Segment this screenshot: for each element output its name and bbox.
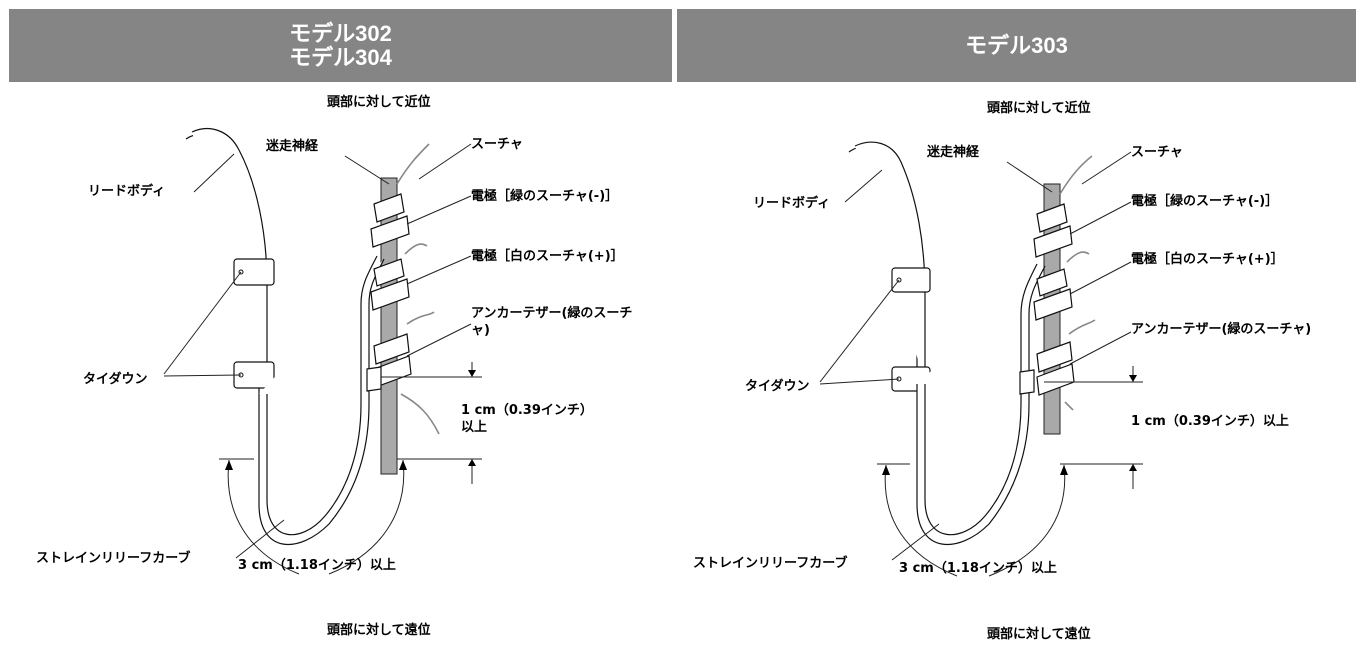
leader-lead-body	[193, 153, 235, 193]
leader-tie-down-upper	[163, 271, 242, 375]
suture-strand	[400, 393, 440, 435]
arrow-up-icon	[225, 460, 233, 470]
tie-down-hole	[238, 269, 244, 275]
strain-relief-loop	[266, 255, 378, 536]
header-title: モデル303	[965, 32, 1068, 58]
arrow-up-icon	[1060, 465, 1068, 475]
leader-tie-down-upper	[819, 279, 900, 383]
arrow-up-icon	[1129, 464, 1137, 471]
leader-electrode-pos	[406, 255, 472, 285]
leader-tie-down-lower	[819, 378, 900, 385]
leader-anchor	[1069, 331, 1132, 365]
lead-placement-illustration-left	[163, 128, 482, 575]
helical-coil	[1033, 225, 1073, 258]
label-strain-relief-curve: ストレインリリーフカーブ	[36, 551, 191, 566]
diagram-panel-left: 頭部に対して近位 迷走神経 スーチャ リードボディ 電極［緑のスーチャ(-)］ …	[9, 84, 672, 648]
leader-electrode-neg	[1069, 201, 1132, 235]
label-electrode-negative: 電極［緑のスーチャ(-)］	[471, 189, 619, 204]
helical-coil	[370, 215, 410, 248]
label-tie-down: タイダウン	[745, 379, 810, 394]
label-proximal: 頭部に対して近位	[327, 95, 431, 110]
label-proximal: 頭部に対して近位	[987, 101, 1091, 116]
leader-vagus	[1006, 161, 1053, 193]
label-anchor-tether: アンカーテザー(緑のスーチャ)	[471, 306, 633, 338]
leader-anchor	[406, 323, 472, 357]
strain-relief-loop	[924, 263, 1038, 536]
anchor-tether-tab	[1019, 369, 1035, 395]
helical-coil	[373, 333, 410, 365]
label-distal: 頭部に対して遠位	[327, 623, 431, 638]
leader-strain-relief	[235, 519, 285, 559]
label-lead-body: リードボディ	[753, 196, 831, 211]
suture-strand	[1064, 401, 1074, 411]
suture-strand	[406, 311, 435, 325]
label-anchor-tether: アンカーテザー(緑のスーチャ)	[1131, 322, 1312, 337]
lead-placement-illustration-right	[819, 141, 1143, 577]
label-lead-body: リードボディ	[88, 184, 166, 199]
dim-arc-3cm	[988, 464, 1066, 577]
anchor-tether-tab	[366, 366, 382, 392]
dim-arc-3cm	[328, 459, 405, 575]
diagram-panel-right: 頭部に対して近位 迷走神経 スーチャ リードボディ 電極［緑のスーチャ(-)］ …	[677, 84, 1356, 648]
suture-strand	[404, 243, 428, 255]
header-model-302-304: モデル302 モデル304	[9, 9, 672, 82]
leader-lead-body	[844, 169, 883, 203]
label-electrode-positive: 電極［白のスーチャ(+)］	[1131, 252, 1284, 267]
label-distal: 頭部に対して遠位	[987, 627, 1091, 642]
suture-strand	[1059, 155, 1093, 195]
arrow-up-icon	[468, 459, 476, 466]
label-distance-1cm: 1 cm（0.39インチ）以上	[461, 403, 587, 435]
dim-arc-3cm	[884, 464, 958, 577]
leader-suture	[418, 143, 472, 180]
leader-strain-relief	[891, 523, 940, 561]
arrow-down-icon	[1129, 375, 1137, 382]
vagus-nerve-shape	[380, 177, 398, 475]
label-distance-1cm: 1 cm（0.39インチ）以上	[1131, 414, 1289, 429]
label-distance-3cm: 3 cm（1.18インチ）以上	[899, 561, 1057, 576]
suture-strand	[396, 143, 430, 185]
label-suture: スーチャ	[1131, 145, 1183, 160]
helical-coil	[1033, 288, 1073, 321]
helical-coil	[1036, 203, 1068, 233]
helical-coil	[1036, 341, 1073, 373]
helical-coil	[373, 193, 405, 223]
helical-coil	[370, 278, 410, 311]
label-electrode-positive: 電極［白のスーチャ(+)］	[471, 249, 624, 264]
label-suture: スーチャ	[471, 137, 523, 152]
leader-tie-down-lower	[163, 374, 242, 377]
lead-body-shape	[854, 141, 926, 384]
header-model-303: モデル303	[677, 9, 1356, 82]
leader-electrode-neg	[406, 195, 472, 225]
tie-down-upper	[891, 267, 931, 293]
leader-suture	[1081, 151, 1132, 185]
helical-coil	[373, 258, 405, 287]
arrow-down-icon	[468, 370, 476, 377]
suture-strand	[1066, 251, 1090, 263]
arrow-up-icon	[399, 460, 407, 470]
helical-coil	[1036, 268, 1068, 297]
header-title-line1: モデル302	[289, 20, 392, 46]
label-distance-3cm: 3 cm（1.18インチ）以上	[238, 558, 396, 573]
tie-down-upper	[233, 258, 275, 286]
label-strain-relief-curve: ストレインリリーフカーブ	[693, 556, 848, 571]
arrow-up-icon	[882, 465, 890, 475]
label-tie-down: タイダウン	[83, 372, 148, 387]
label-vagus-nerve: 迷走神経	[266, 139, 319, 154]
lead-body-shape	[191, 128, 268, 394]
suture-strand	[1068, 319, 1096, 335]
label-vagus-nerve: 迷走神経	[927, 145, 980, 160]
label-electrode-negative: 電極［緑のスーチャ(-)］	[1131, 194, 1279, 209]
header-title-line2: モデル304	[289, 44, 392, 70]
leader-vagus	[344, 155, 390, 185]
dim-arc-3cm	[227, 459, 300, 575]
tie-down-hole	[896, 277, 902, 283]
leader-electrode-pos	[1069, 261, 1132, 295]
